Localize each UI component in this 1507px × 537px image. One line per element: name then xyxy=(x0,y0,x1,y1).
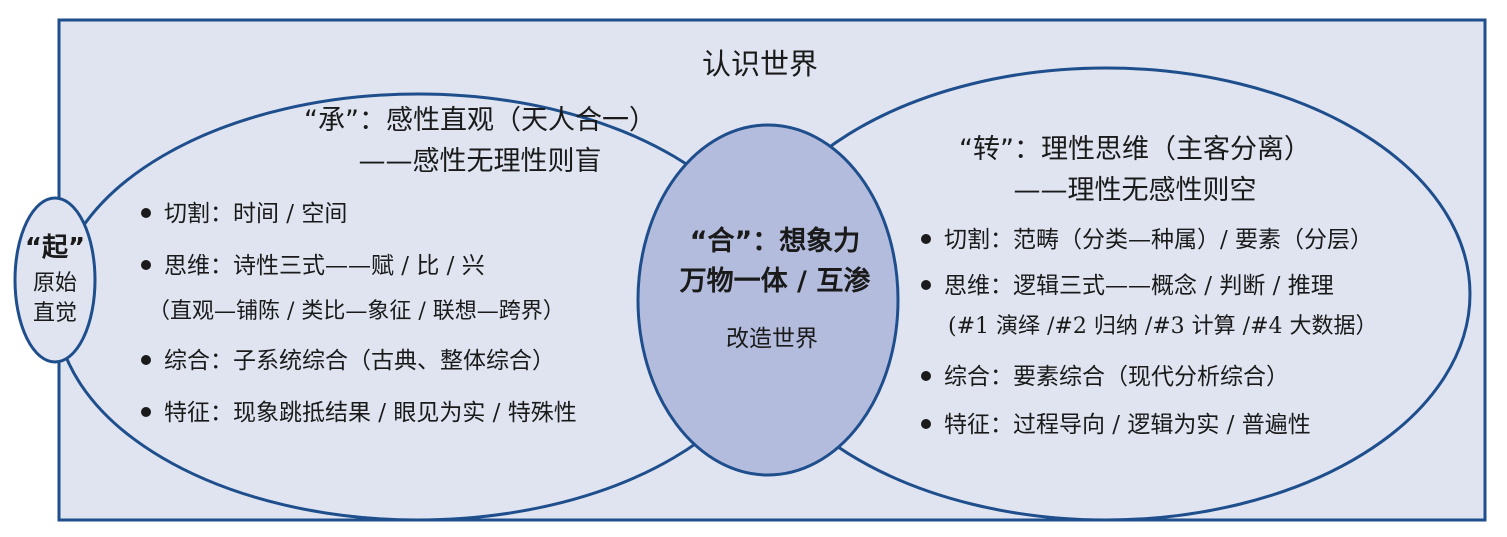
origin-label: “起” xyxy=(25,233,85,263)
bullet-dot xyxy=(921,234,931,244)
left-item-3: 综合：子系统综合（古典、整体综合） xyxy=(164,348,555,374)
right-item-2-sub: (#1 演绎 /#2 归纳 /#3 计算 /#4 大数据） xyxy=(948,314,1378,339)
origin-line1: 原始 xyxy=(33,271,77,296)
bullet-dot xyxy=(141,260,151,270)
right-heading-line2: ——理性无感性则空 xyxy=(1014,175,1257,206)
right-item-2: 思维：逻辑三式——概念 / 判断 / 推理 xyxy=(944,273,1334,299)
center-line2: 万物一体 / 互渗 xyxy=(680,265,872,297)
bullet-dot xyxy=(141,355,151,365)
diagram-title: 认识世界 xyxy=(702,47,818,81)
bullet-dot xyxy=(921,371,931,381)
left-item-1: 切割：时间 / 空间 xyxy=(164,201,347,227)
left-heading-line2: ——感性无理性则盲 xyxy=(359,146,602,177)
left-item-2: 思维：诗性三式——赋 / 比 / 兴 xyxy=(164,253,485,279)
origin-ellipse xyxy=(13,196,97,364)
center-line1: “合”：想象力 xyxy=(690,225,861,257)
right-item-4: 特征：过程导向 / 逻辑为实 / 普遍性 xyxy=(944,412,1311,438)
left-bullet-list: 切割：时间 / 空间 思维：诗性三式——赋 / 比 / 兴 （直观—铺陈 / 类… xyxy=(141,201,577,426)
origin-line2: 直觉 xyxy=(33,301,77,326)
bullet-dot xyxy=(141,208,151,218)
bullet-dot xyxy=(921,419,931,429)
left-item-4: 特征：现象跳抵结果 / 眼见为实 / 特殊性 xyxy=(164,400,577,426)
right-bullet-list: 切割：范畴（分类—种属）/ 要素（分层） 思维：逻辑三式——概念 / 判断 / … xyxy=(921,227,1378,438)
bullet-dot xyxy=(921,280,931,290)
center-ellipse xyxy=(636,123,900,477)
left-item-2-sub: （直观—铺陈 / 类比—象征 / 联想—跨界） xyxy=(148,299,565,324)
left-heading-line1: “承”：感性直观（天人合一） xyxy=(304,105,656,136)
right-heading-line1: “转”：理性思维（主客分离） xyxy=(959,134,1311,165)
right-item-3: 综合：要素综合（现代分析综合） xyxy=(944,364,1289,390)
center-line3: 改造世界 xyxy=(726,326,818,352)
right-item-1: 切割：范畴（分类—种属）/ 要素（分层） xyxy=(944,227,1373,253)
bullet-dot xyxy=(141,407,151,417)
